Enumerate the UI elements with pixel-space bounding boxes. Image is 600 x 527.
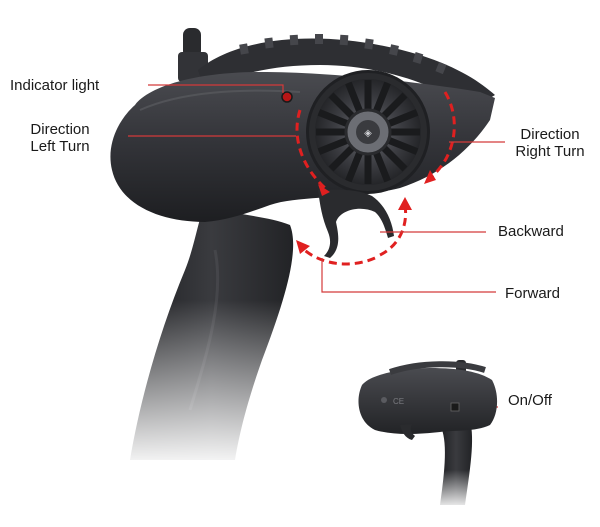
forward-arrow [300, 246, 376, 266]
direction-left-label: Direction Left Turn [22, 121, 98, 155]
small-body [358, 368, 498, 434]
steering-wheel-icon[interactable]: ◈ [306, 70, 430, 194]
direction-left-line2: Left Turn [30, 138, 90, 155]
trigger-icon[interactable] [318, 189, 394, 258]
forward-label: Forward [505, 285, 561, 302]
small-transmitter: CE [358, 360, 498, 510]
direction-right-label: Direction Right Turn [508, 126, 592, 160]
svg-text:◈: ◈ [364, 128, 372, 139]
backward-label: Backward [498, 223, 564, 240]
direction-right-line2: Right Turn [515, 143, 585, 160]
direction-right-line1: Direction [520, 126, 580, 143]
indicator-light-label: Indicator light [10, 77, 100, 94]
backward-arrow [379, 204, 408, 257]
on-off-label: On/Off [508, 392, 552, 409]
indicator-light-icon [281, 91, 293, 103]
transmitter-body [110, 72, 495, 222]
svg-text:CE: CE [393, 397, 404, 406]
power-switch-icon[interactable] [450, 402, 460, 412]
right-turn-arrow [429, 91, 456, 180]
main-transmitter: ◈ [110, 28, 495, 470]
left-turn-arrow [295, 109, 327, 190]
direction-left-line1: Direction [30, 121, 90, 138]
